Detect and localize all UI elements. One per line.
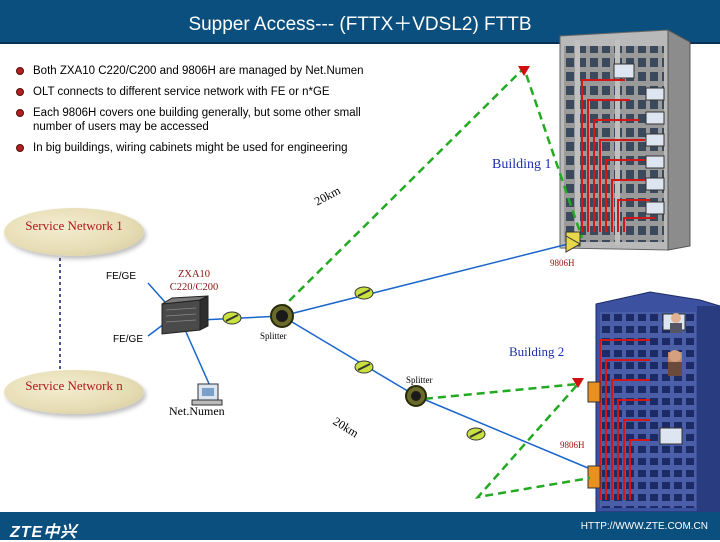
service-network-cloud xyxy=(4,370,144,414)
fe-ge-label: FE/GE xyxy=(113,334,144,345)
building-1-label: Building 1 xyxy=(492,157,552,172)
net-numen-terminal-icon xyxy=(191,383,223,406)
service-network-1-label: Service Network 1 xyxy=(25,218,123,233)
bullet-item: OLT connects to different service networ… xyxy=(16,85,386,99)
footer-bar: ZTE中兴 HTTP://WWW.ZTE.COM.CN xyxy=(0,512,720,541)
person-icon xyxy=(670,313,682,333)
splitter-icon xyxy=(270,304,294,328)
splitter-icon xyxy=(405,385,427,407)
bullet-item: Both ZXA10 C220/C200 and 9806H are manag… xyxy=(16,64,386,78)
fiber-connector-icon xyxy=(466,427,486,441)
bullet-text: Both ZXA10 C220/C200 and 9806H are manag… xyxy=(33,65,364,77)
bullet-text: In big buildings, wiring cabinets might … xyxy=(33,142,348,154)
pointer-icon xyxy=(518,66,530,76)
olt-device-icon xyxy=(161,295,209,335)
net-numen-label: Net.Numen xyxy=(169,404,225,418)
slide-title: Supper Access--- (FTTX＋VDSL2) FTTB xyxy=(188,14,532,35)
fiber-connector-icon xyxy=(354,286,374,300)
olt-label: ZXA10 C220/C200 xyxy=(169,269,219,293)
onu-9806h-label: 9806H xyxy=(560,440,585,450)
splitter-label: Splitter xyxy=(406,375,433,385)
bullet-item: In big buildings, wiring cabinets might … xyxy=(16,141,386,155)
fiber-links xyxy=(59,65,591,499)
fiber-connector-icon xyxy=(354,360,374,374)
zte-logo: ZTE中兴 xyxy=(10,524,78,541)
fe-ge-label: FE/GE xyxy=(106,271,137,282)
service-network-cloud xyxy=(4,208,144,256)
building-1 xyxy=(559,29,691,251)
bullet-text: Each 9806H covers one building generally… xyxy=(33,107,361,133)
bullet-icon xyxy=(16,144,24,152)
bullet-text: OLT connects to different service networ… xyxy=(33,86,330,98)
onu-9806h-label: 9806H xyxy=(550,258,575,268)
bullet-icon xyxy=(16,109,24,117)
person-icon xyxy=(668,350,682,376)
building-2 xyxy=(587,291,720,513)
footer-url: HTTP://WWW.ZTE.COM.CN xyxy=(580,521,708,532)
building-2-label: Building 2 xyxy=(509,344,565,359)
bullet-item: Each 9806H covers one building generally… xyxy=(16,106,386,134)
splitter-label: Splitter xyxy=(260,331,287,341)
title-bar: Supper Access--- (FTTX＋VDSL2) FTTB xyxy=(0,0,720,44)
onu-icon xyxy=(565,235,582,253)
bullet-icon xyxy=(16,67,24,75)
bullet-icon xyxy=(16,88,24,96)
bullet-list: Both ZXA10 C220/C200 and 9806H are manag… xyxy=(16,64,386,162)
service-network-n-label: Service Network n xyxy=(25,378,123,393)
pointer-icon xyxy=(572,378,584,388)
fiber-connector-icon xyxy=(222,311,242,325)
